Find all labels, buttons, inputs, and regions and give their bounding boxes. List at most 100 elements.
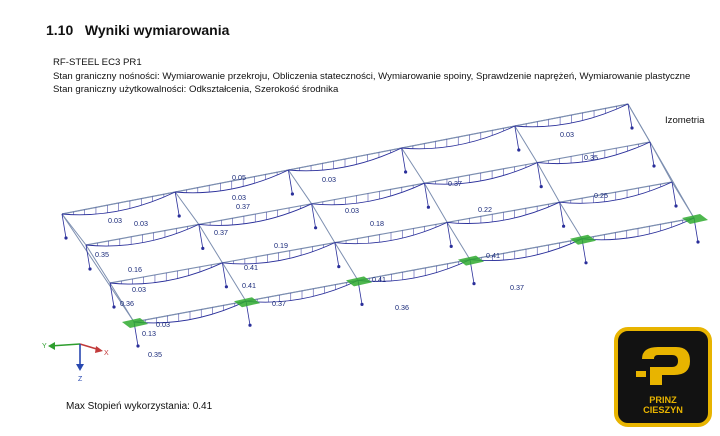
node-point [201,246,205,250]
ratio-label: 0.35 [584,153,598,162]
post-line [109,282,115,308]
axis-y-label: Y [42,343,47,350]
axes-triad: Y X Z [42,342,109,383]
post-line [446,222,452,247]
ratio-label: 0.36 [120,299,134,308]
node-point [290,192,294,196]
post-line [424,183,429,208]
ratio-label: 0.03 [134,219,148,228]
sls-checks: Stan graniczny użytkowalności: Odkształc… [53,84,339,95]
post-line [627,103,633,129]
ratio-label: 0.41 [486,251,500,260]
frame-line [287,169,359,281]
node-point [674,204,678,208]
support-block [346,276,372,287]
ratio-label: 0.37 [272,299,286,308]
supports [122,214,708,328]
ratio-label: 0.03 [560,130,574,139]
ratio-label: 0.03 [345,206,359,215]
view-label: Izometria [665,115,705,126]
node-point [584,261,588,265]
node-point [449,244,453,248]
ratio-label: 0.03 [108,216,122,225]
post-line [85,244,91,270]
node-point [314,226,318,230]
ratio-label: 0.37 [448,179,462,188]
module-name: RF-STEEL EC3 PR1 [53,57,142,68]
section-heading: 1.10 Wyniki wymiarowania [46,22,229,38]
frame-line [174,191,247,302]
axis-x-label: X [104,350,109,357]
node-point [224,285,228,289]
max-utilization: Max Stopień wykorzystania: 0.41 [66,401,213,412]
ratio-labels: 0.030.350.030.370.030.180.190.030.370.03… [95,130,608,359]
ratio-label: 0.22 [478,205,492,214]
prinz-cieszyn-logo: PRINZ CIESZYN [614,327,712,427]
node-point [562,224,566,228]
frame-line [514,125,583,240]
post-line [401,147,406,173]
frame-line [627,103,695,219]
ratio-label: 0.16 [128,265,142,274]
ratio-label: 0.03 [132,285,146,294]
axis-z-label: Z [78,376,83,383]
node-point [337,265,341,269]
post-line [198,224,204,249]
frame-line [61,213,135,323]
section-title: Wyniki wymiarowania [84,22,230,38]
post-line [671,181,677,207]
node-point [112,305,116,309]
ratio-label: 0.25 [594,191,608,200]
node-point [696,240,700,244]
post-line [174,191,180,217]
ratio-label: 0.35 [95,250,109,259]
ratio-label: 0.18 [370,219,384,228]
support-block [234,297,260,308]
post-line [649,141,655,167]
ratio-label: 0.41 [372,275,386,284]
ratio-label: 0.05 [232,173,246,182]
ratio-label: 0.03 [322,175,336,184]
node-point [404,170,408,174]
node-point [88,267,92,271]
support-block [570,234,596,245]
post-line [311,203,316,228]
ratio-label: 0.03 [232,193,246,202]
support-block [682,214,708,224]
node-point [360,302,364,306]
ratio-label: 0.19 [274,241,288,250]
ratio-label: 0.36 [395,303,409,312]
node-point [630,126,634,130]
support-block [122,318,148,328]
node-point [248,323,252,327]
post-line [61,213,67,239]
node-point [136,344,140,348]
post-line [288,169,293,195]
node-point [517,148,521,152]
logo-line-1: PRINZ [649,395,677,405]
post-line [559,202,564,227]
logo-text: PRINZ CIESZYN [618,395,708,415]
ratio-label: 0.35 [148,350,162,359]
node-point [472,282,476,286]
node-point [652,164,656,168]
design-info: RF-STEEL EC3 PR1 Stan graniczny nośności… [53,56,690,97]
node-point [539,185,543,189]
logo-mark [636,347,690,385]
post-line [222,262,227,287]
ratio-label: 0.03 [156,320,170,329]
ratio-label: 0.41 [244,263,258,272]
outline-frame [61,103,695,323]
logo-line-2: CIESZYN [643,405,683,415]
frame-line [401,147,471,260]
ratio-label: 0.37 [236,202,250,211]
post-line [536,162,542,187]
node-point [177,214,181,218]
support-block [458,255,484,266]
section-number: 1.10 [46,22,74,38]
post-line [334,242,340,267]
post-line [514,125,520,151]
ratio-label: 0.37 [214,228,228,237]
uls-checks: Stan graniczny nośności: Wymiarowanie pr… [53,70,691,82]
